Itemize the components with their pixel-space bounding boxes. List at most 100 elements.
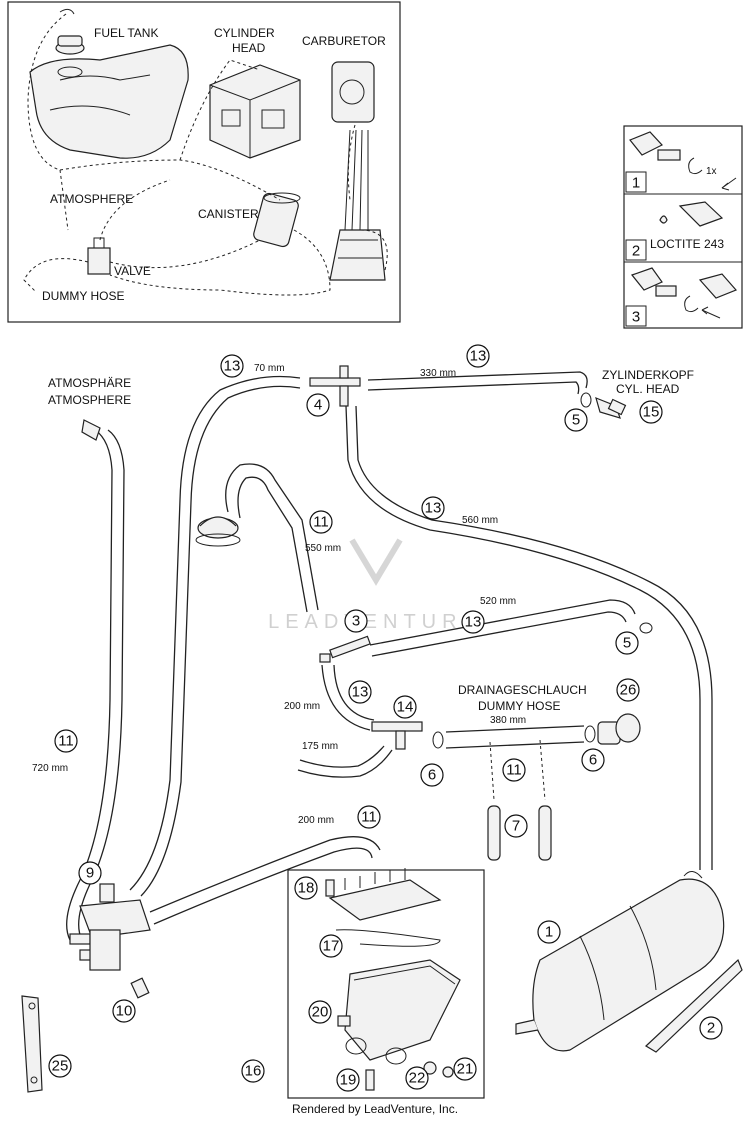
steps-panel: 1 1x 2 LOCTITE 243 3 <box>623 125 743 329</box>
svg-text:4: 4 <box>314 397 322 414</box>
callout-14: 14 <box>393 695 417 719</box>
callout-15: 15 <box>639 400 663 424</box>
canister-illustration <box>253 192 301 248</box>
length-720mm: 720 mm <box>32 763 68 774</box>
callout-5-b: 5 <box>615 631 639 655</box>
svg-text:11: 11 <box>58 733 74 750</box>
svg-text:13: 13 <box>224 358 241 375</box>
callout-6-b: 6 <box>581 748 605 772</box>
valve-illustration <box>87 237 111 275</box>
watermark-text: LEADVENTURE <box>268 611 482 633</box>
callout-1: 1 <box>537 920 561 944</box>
hose-11-atmosphere <box>66 419 125 941</box>
callout-18: 18 <box>294 876 318 900</box>
svg-text:2: 2 <box>707 1020 715 1037</box>
watermark: LEADVENTURE <box>268 538 482 633</box>
svg-text:13: 13 <box>425 500 442 517</box>
canister-label: CANISTER <box>198 207 259 221</box>
drain-hose-label-en: DUMMY HOSE <box>478 699 560 713</box>
callout-13-e: 13 <box>348 680 372 704</box>
clamp-5-upper <box>639 622 653 634</box>
svg-text:16: 16 <box>245 1063 262 1080</box>
svg-text:26: 26 <box>620 682 637 699</box>
callout-19: 19 <box>336 1068 360 1092</box>
callout-16: 16 <box>241 1059 265 1083</box>
svg-text:13: 13 <box>352 684 369 701</box>
svg-text:10: 10 <box>116 1003 133 1020</box>
svg-text:18: 18 <box>298 880 315 897</box>
svg-text:11: 11 <box>313 514 329 531</box>
svg-text:5: 5 <box>572 412 580 429</box>
svg-text:1: 1 <box>545 924 553 941</box>
callout-11-c: 11 <box>54 729 78 753</box>
bolt-10 <box>130 977 150 999</box>
t-piece-14 <box>371 721 423 750</box>
step-2-number: 2 <box>632 243 640 260</box>
hose-13-560mm <box>345 405 713 870</box>
valve-9 <box>69 883 151 971</box>
fuel-tank-label: FUEL TANK <box>94 26 158 40</box>
callout-2: 2 <box>699 1016 723 1040</box>
callout-25: 25 <box>48 1054 72 1078</box>
t-piece-3 <box>319 635 371 663</box>
fuel-cap-illustration <box>55 8 85 55</box>
overview-panel: FUEL TANK CYLINDER HEAD CARBURETOR ATMOS… <box>7 1 401 323</box>
dummy-hose-label: DUMMY HOSE <box>42 289 124 303</box>
callout-26: 26 <box>616 678 640 702</box>
hose-13-330mm <box>367 371 588 395</box>
t-piece-4 <box>309 365 361 407</box>
holder-25 <box>21 995 43 1093</box>
cylinder-head-label-line1: CYLINDER <box>214 26 275 40</box>
length-560mm: 560 mm <box>462 515 498 526</box>
callout-13-b: 13 <box>466 344 490 368</box>
dummy-hose-11-380mm <box>432 713 641 749</box>
hose-11-175mm <box>297 745 393 778</box>
atmosphere-label: ATMOSPHERE <box>50 192 133 206</box>
atmosphere-label-en: ATMOSPHERE <box>48 393 131 407</box>
svg-text:7: 7 <box>512 818 520 835</box>
callout-10: 10 <box>112 999 136 1023</box>
svg-text:25: 25 <box>52 1058 69 1075</box>
callout-3: 3 <box>344 609 368 633</box>
callout-11-a: 11 <box>309 510 333 534</box>
callout-13-d: 13 <box>461 610 485 634</box>
svg-text:13: 13 <box>470 348 487 365</box>
valve-label: VALVE <box>114 264 151 278</box>
callout-11-b: 11 <box>502 758 526 782</box>
svg-text:15: 15 <box>643 404 660 421</box>
svg-text:14: 14 <box>397 699 414 716</box>
svg-text:20: 20 <box>312 1004 329 1021</box>
drain-hose-label-de: DRAINAGESCHLAUCH <box>458 683 587 697</box>
fuel-cap-part <box>195 516 241 547</box>
cyl-head-label-en: CYL. HEAD <box>616 382 680 396</box>
callout-13-c: 13 <box>421 496 445 520</box>
step-1-number: 1 <box>632 175 640 192</box>
zylinderkopf-label-de: ZYLINDERKOPF <box>602 368 694 382</box>
callout-4: 4 <box>306 393 330 417</box>
svg-text:9: 9 <box>86 865 94 882</box>
svg-text:22: 22 <box>409 1070 426 1087</box>
callout-5-a: 5 <box>564 408 588 432</box>
length-200mm-upper: 200 mm <box>284 701 320 712</box>
cylinder-head-illustration <box>209 64 301 159</box>
svg-text:5: 5 <box>623 635 631 652</box>
callout-11-d: 11 <box>357 805 381 829</box>
bracket-2 <box>645 958 743 1053</box>
hose-11-550mm <box>225 463 319 613</box>
callout-20: 20 <box>308 1000 332 1024</box>
length-330mm: 330 mm <box>420 368 456 379</box>
hose-13-200mm <box>321 664 375 731</box>
length-380mm: 380 mm <box>490 715 526 726</box>
svg-text:13: 13 <box>465 614 482 631</box>
length-175mm: 175 mm <box>302 741 338 752</box>
svg-text:11: 11 <box>506 762 522 779</box>
length-550mm: 550 mm <box>305 543 341 554</box>
step-2-note: LOCTITE 243 <box>650 237 724 251</box>
svg-text:21: 21 <box>457 1061 474 1078</box>
callout-6-a: 6 <box>420 763 444 787</box>
callout-22: 22 <box>405 1066 429 1090</box>
hose-13-70mm <box>129 375 301 897</box>
clamp-5-cylinder <box>580 392 592 408</box>
carburetor-label: CARBURETOR <box>302 34 386 48</box>
hose-11-200mm <box>149 836 381 925</box>
